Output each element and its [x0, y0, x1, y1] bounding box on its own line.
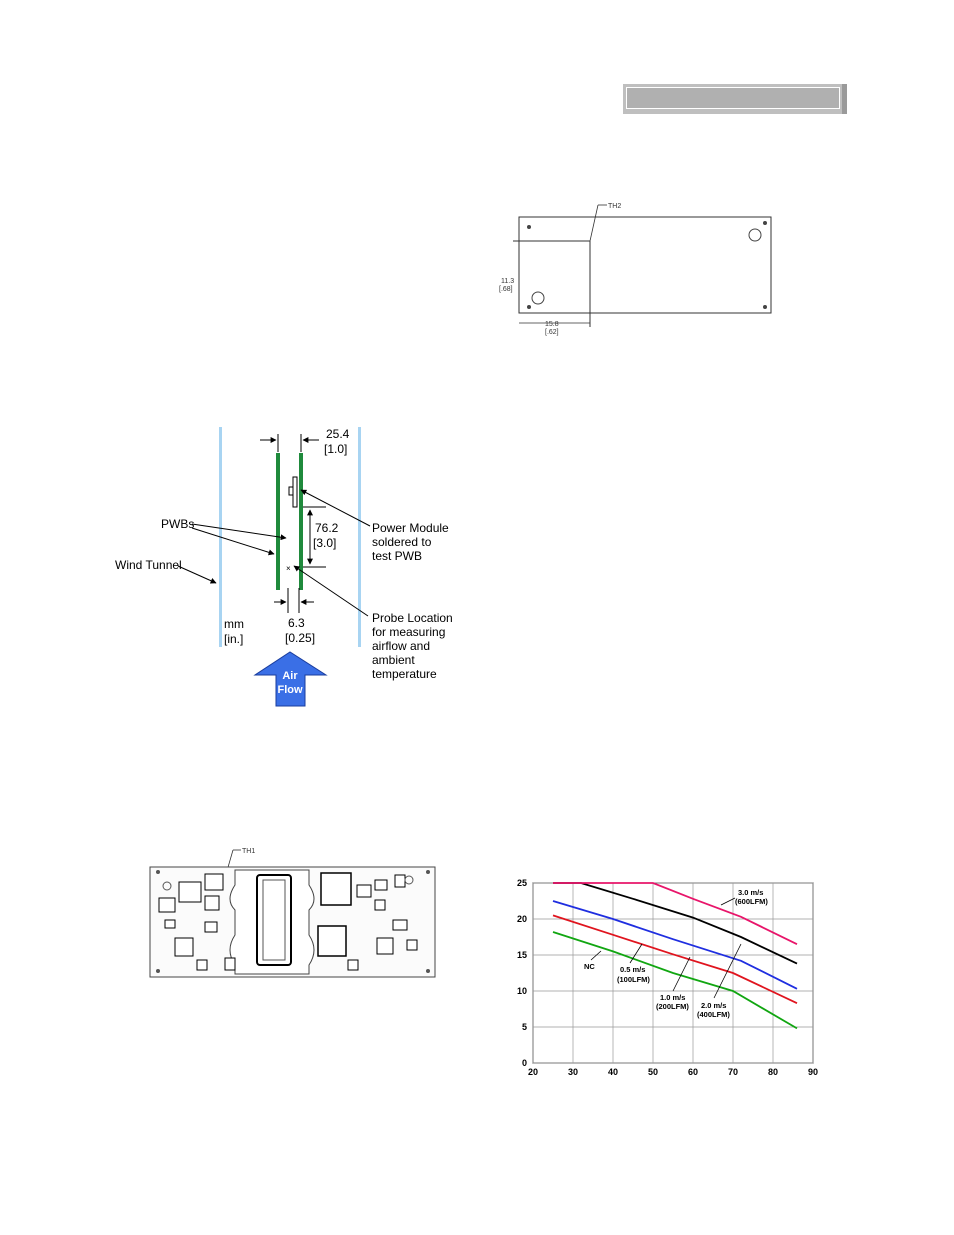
x-tick-label: 50: [648, 1067, 658, 1077]
x-tick-label: 30: [568, 1067, 578, 1077]
th2-leader: [589, 204, 599, 242]
annotation-05ms: 0.5 m/s: [620, 965, 645, 974]
probe-label-1: Probe Location: [372, 611, 453, 625]
probe-label-3: airflow and: [372, 639, 430, 653]
y-tick-label: 0: [522, 1058, 527, 1068]
mounting-hole: [763, 221, 767, 225]
annotation-1ms-lfm: (200LFM): [656, 1002, 689, 1011]
annotation-1ms: 1.0 m/s: [660, 993, 685, 1002]
wind-tunnel-label: Wind Tunnel: [115, 558, 182, 572]
wind-tunnel-wall-right: [358, 427, 361, 647]
probe-point: ×: [286, 564, 291, 573]
x-tick-label: 60: [688, 1067, 698, 1077]
mounting-hole: [527, 305, 531, 309]
wind-tunnel-diagram: 25.4 [1.0] 76.2 [3.0] × 6.3 [0.25] PWBs …: [115, 427, 453, 707]
units-label-in: [in.]: [224, 632, 243, 646]
annotation-2ms-lfm: (400LFM): [697, 1010, 730, 1019]
air-flow-arrow: [253, 651, 328, 707]
x-tick-label: 40: [608, 1067, 618, 1077]
series-line-2: [552, 900, 798, 990]
pwb-left: [276, 453, 280, 590]
air-flow-label-2: Flow: [277, 684, 302, 696]
inductor: [178, 881, 202, 903]
x-tick-label: 70: [728, 1067, 738, 1077]
x-tick-label: 20: [528, 1067, 538, 1077]
power-module: [292, 476, 298, 508]
horizontal-dim-in: [.62]: [545, 329, 559, 336]
chart-series: [552, 882, 798, 1030]
chart-grid: [532, 882, 814, 1064]
transformer: [256, 874, 292, 966]
th2-label: TH2: [608, 203, 621, 210]
power-module-label-2: soldered to: [372, 535, 432, 549]
spacing-in: [1.0]: [324, 442, 347, 456]
module-outline: [518, 216, 772, 314]
power-module-label-3: test PWB: [372, 549, 422, 563]
probe-label-5: temperature: [372, 667, 437, 681]
inductor: [317, 925, 347, 957]
thermocouple-th2-drawing: TH2 11.3 [.68] 15.8 [.62]: [499, 203, 772, 336]
annotation-nc: NC: [584, 962, 595, 971]
probe-in: [0.25]: [285, 631, 315, 645]
height-mm: 76.2: [315, 521, 339, 535]
chart-annotations: 3.0 m/s (600LFM) NC 0.5 m/s (100LFM) 1.0…: [584, 888, 768, 1019]
series-line-1: [552, 914, 798, 1005]
height-in: [3.0]: [313, 536, 336, 550]
chart-ticks: 20 30 40 50 60 70 80 90 0 5 10 15 20 25: [517, 878, 818, 1077]
pin-circle: [531, 291, 545, 305]
pwbs-label: PWBs: [161, 517, 194, 531]
pwb-right: [299, 453, 303, 590]
derating-chart: 20 30 40 50 60 70 80 90 0 5 10 15 20 25 3.0 m/s (600L…: [517, 878, 818, 1077]
header-bar: [623, 84, 847, 114]
annotation-3ms-lfm: (600LFM): [735, 897, 768, 906]
y-tick-label: 25: [517, 878, 527, 888]
probe-label-4: ambient: [372, 653, 415, 667]
units-label-mm: mm: [224, 617, 244, 631]
y-tick-label: 10: [517, 986, 527, 996]
series-line-0: [552, 931, 798, 1030]
annotation-3ms: 3.0 m/s: [738, 888, 763, 897]
annotation-05ms-lfm: (100LFM): [617, 975, 650, 984]
th1-label: TH1: [242, 848, 255, 855]
y-tick-label: 15: [517, 950, 527, 960]
annotation-2ms: 2.0 m/s: [701, 1001, 726, 1010]
series-line-4: [553, 882, 798, 946]
x-tick-label: 80: [768, 1067, 778, 1077]
horizontal-dim-mm: 15.8: [545, 321, 559, 328]
mounting-hole: [527, 225, 531, 229]
spacing-mm: 25.4: [326, 427, 350, 441]
y-tick-label: 20: [517, 914, 527, 924]
pin-circle: [748, 228, 762, 242]
th1-board-photo: TH1: [149, 848, 436, 978]
inductor: [320, 872, 352, 906]
y-tick-label: 5: [522, 1022, 527, 1032]
air-flow-label-1: Air: [282, 670, 298, 682]
vertical-dim-in: [.68]: [499, 286, 513, 293]
power-module-label-1: Power Module: [372, 521, 449, 535]
probe-mm: 6.3: [288, 616, 305, 630]
vertical-dim-mm: 11.3: [501, 278, 514, 285]
x-tick-label: 90: [808, 1067, 818, 1077]
mounting-hole: [763, 305, 767, 309]
probe-label-2: for measuring: [372, 625, 445, 639]
